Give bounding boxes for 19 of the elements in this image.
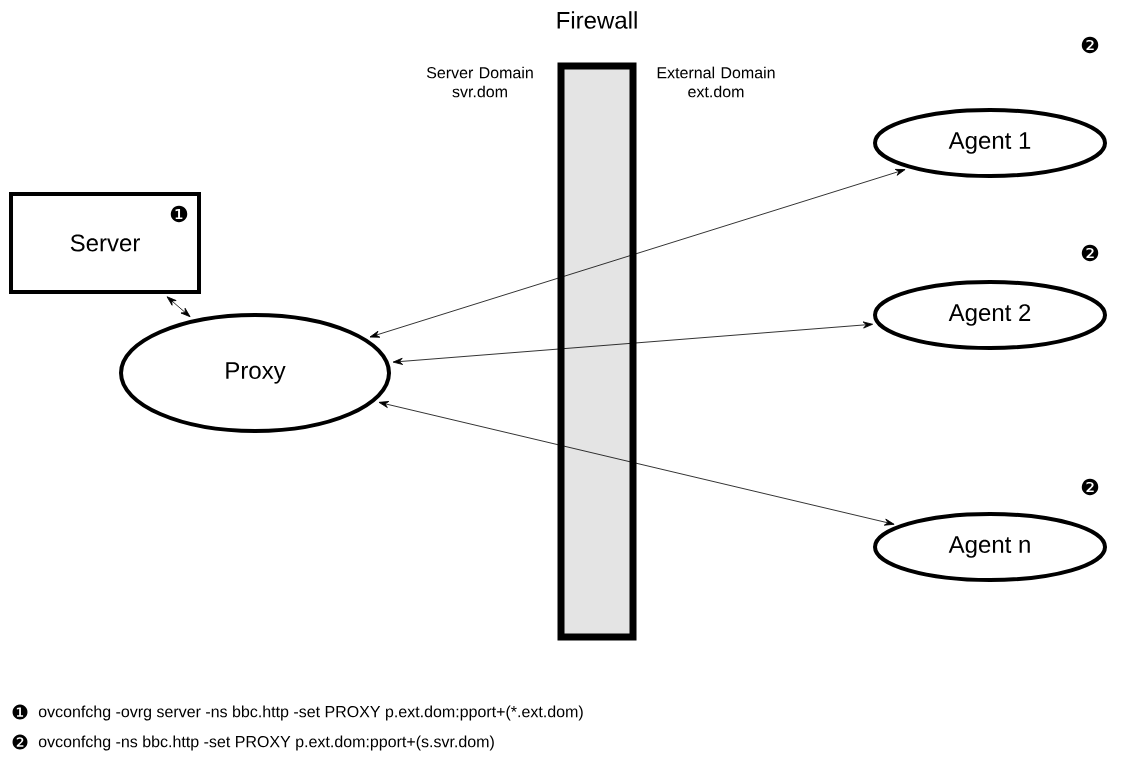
callout-number: ❷ [1081,244,1099,262]
ellipse-node: Proxy [119,313,391,433]
arrow [369,169,906,338]
command-note: ovconfchg -ovrg server -ns bbc.http -set PROXY p.ext.dom:pport+(*.ext.dom) [38,705,583,721]
arrow [392,321,874,365]
arrow [166,296,191,318]
callout-number: ❷ [1081,478,1099,496]
callout-number: ❷ [1081,36,1099,54]
domain-label: External Domain ext.dom [657,66,775,98]
callout-number: ❷ [12,734,28,750]
arrow [378,401,895,526]
ellipse-node: Agent 1 [873,108,1107,178]
process-box: Server ❶ [9,192,201,294]
ellipse-node: Agent 2 [873,280,1107,350]
ellipse-node: Agent n [873,512,1107,582]
command-note: ovconfchg -ns bbc.http -set PROXY p.ext.dom:pport+(s.svr.dom) [38,735,494,751]
firewall-label: Firewall [557,11,637,29]
domain-label: Server Domain svr.dom [426,66,533,98]
callout-number: ❶ [12,704,28,720]
